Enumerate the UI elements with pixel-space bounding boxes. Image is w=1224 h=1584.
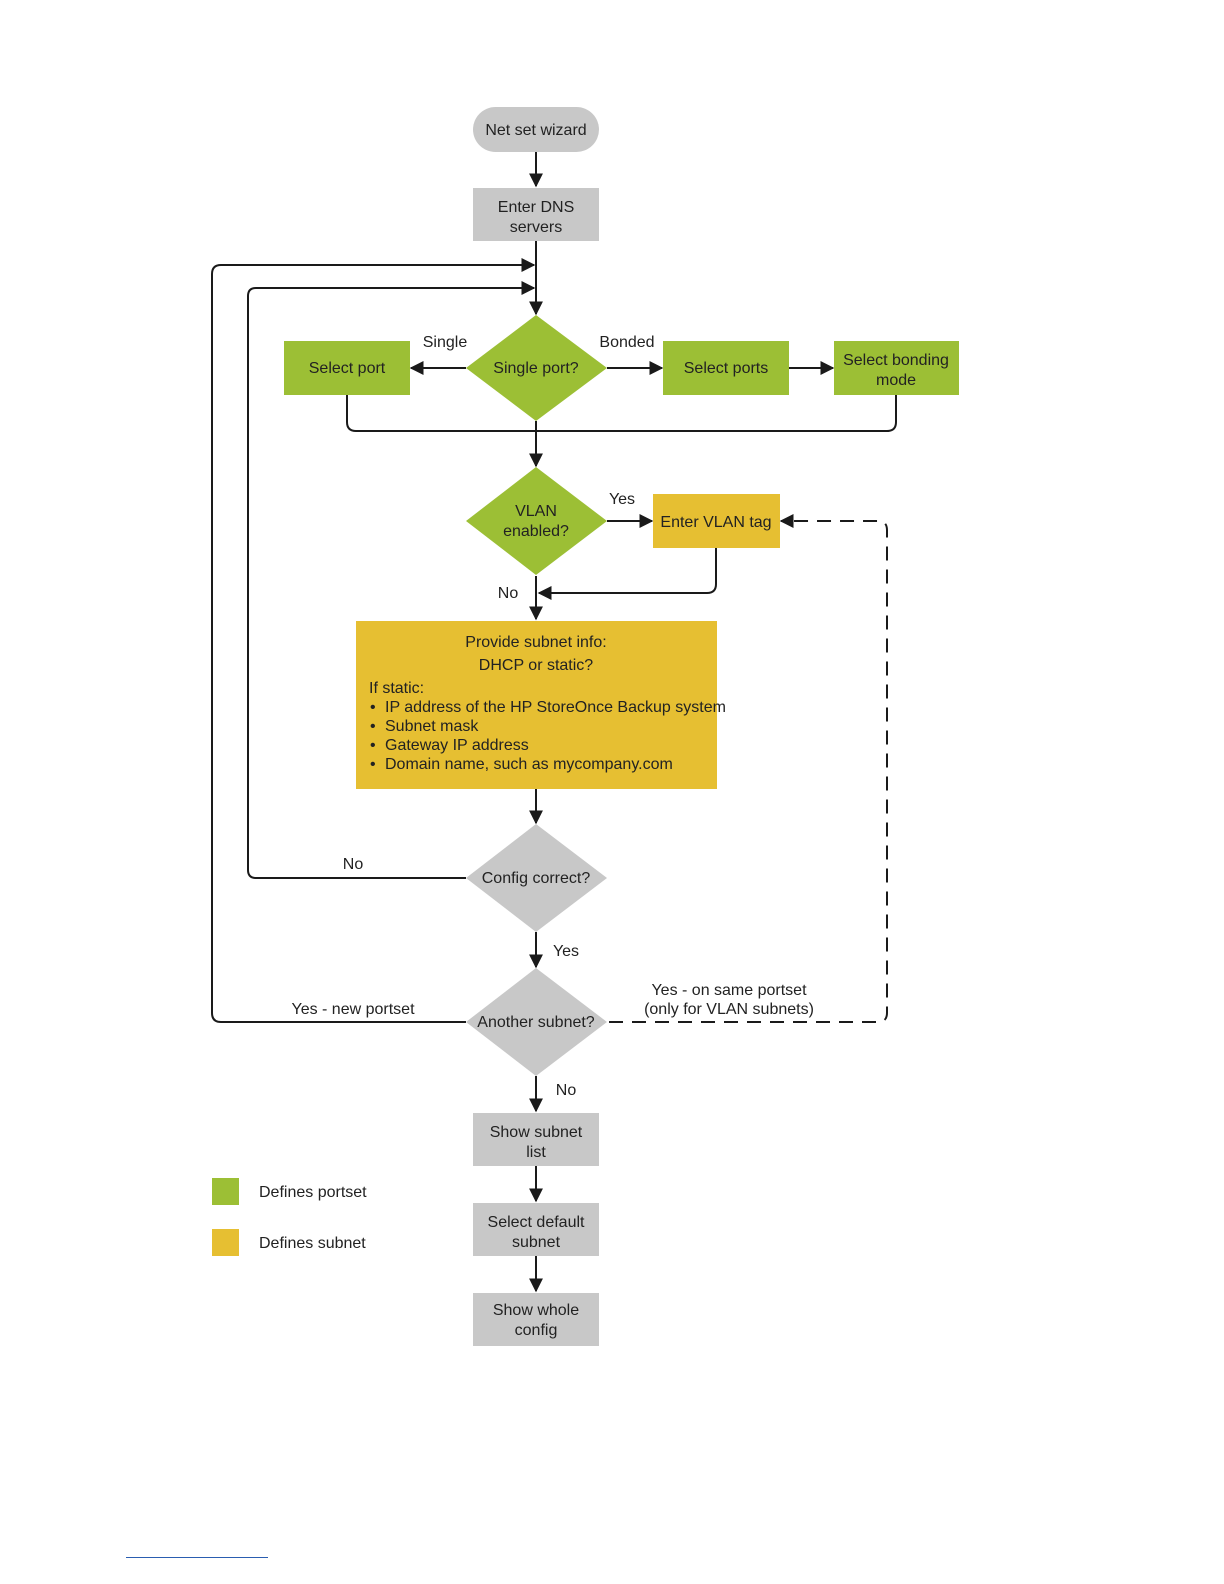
loop-new-portset <box>211 258 536 1023</box>
select-port-label: Select port <box>309 360 386 377</box>
edge-label-bonded: Bonded <box>599 334 654 351</box>
single-port-decision: Single port? <box>466 315 607 421</box>
show-list-line2: list <box>526 1144 546 1161</box>
select-port-node: Select port <box>284 341 410 395</box>
vlan-decision: VLAN enabled? <box>466 467 607 575</box>
select-default-line1: Select default <box>488 1214 586 1231</box>
show-list-node: Show subnet list <box>473 1113 599 1166</box>
vlan-diamond <box>466 467 607 575</box>
legend-label-portset: Defines portset <box>259 1184 367 1201</box>
edge-label-another-no: No <box>556 1082 577 1099</box>
edge-label-single: Single <box>423 334 468 351</box>
subnet-title-line1: Provide subnet info: <box>465 634 606 651</box>
vlan-label-line2: enabled? <box>503 523 569 540</box>
edge-label-same-portset-line1: Yes - on same portset <box>651 982 807 999</box>
edge-label-new-portset: Yes - new portset <box>291 1001 415 1018</box>
select-default-box <box>473 1203 599 1256</box>
dns-label-line2: servers <box>510 219 562 236</box>
start-node: Net set wizard <box>473 107 599 152</box>
select-ports-label: Select ports <box>684 360 768 377</box>
subnet-static-heading: If static: <box>369 680 424 697</box>
select-default-line2: subnet <box>512 1234 561 1251</box>
show-config-line1: Show whole <box>493 1302 579 1319</box>
subnet-item: Domain name, such as mycompany.com <box>385 756 673 773</box>
vlan-label-line1: VLAN <box>515 503 557 520</box>
loop-config-no <box>247 281 536 879</box>
bonding-label-line2: mode <box>876 372 916 389</box>
show-config-line2: config <box>515 1322 558 1339</box>
edge-label-same-portset-line2: (only for VLAN subnets) <box>644 1001 814 1018</box>
select-ports-box <box>663 341 789 395</box>
connectors <box>211 152 897 1293</box>
subnet-title-line2: DHCP or static? <box>479 657 594 674</box>
bullet: • <box>370 699 376 716</box>
select-ports-node: Select ports <box>663 341 789 395</box>
edge-label-config-yes: Yes <box>553 943 579 960</box>
show-config-node: Show whole config <box>473 1293 599 1346</box>
legend-label-subnet: Defines subnet <box>259 1235 366 1252</box>
bullet: • <box>370 718 376 735</box>
config-diamond <box>466 824 607 932</box>
dns-node: Enter DNS servers <box>473 188 599 241</box>
config-decision: Config correct? <box>466 824 607 932</box>
arrow-vlan-tag-return <box>537 548 717 600</box>
subnet-info-node: Provide subnet info: DHCP or static? If … <box>356 621 726 789</box>
vlan-tag-box <box>653 494 780 548</box>
edge-label-vlan-no: No <box>498 585 519 602</box>
bonding-node: Select bonding mode <box>834 341 959 395</box>
subnet-info-box <box>356 621 717 789</box>
config-label: Config correct? <box>482 870 591 887</box>
single-port-diamond <box>466 315 607 421</box>
legend-swatch-portset <box>212 1178 239 1205</box>
another-subnet-diamond <box>466 968 607 1076</box>
legend-swatch-subnet <box>212 1229 239 1256</box>
show-list-box <box>473 1113 599 1166</box>
edge-labels: Single Bonded Yes No No Yes Yes - new po… <box>291 334 813 1099</box>
subnet-item: Subnet mask <box>385 718 479 735</box>
bonding-box <box>834 341 959 395</box>
select-port-box <box>284 341 410 395</box>
legend: Defines portset Defines subnet <box>212 1178 367 1256</box>
vlan-tag-node: Enter VLAN tag <box>653 494 780 548</box>
another-subnet-label: Another subnet? <box>477 1014 595 1031</box>
start-terminator <box>473 107 599 152</box>
dns-box <box>473 188 599 241</box>
edge-label-config-no: No <box>343 856 364 873</box>
single-port-label: Single port? <box>493 360 578 377</box>
bonding-label-line1: Select bonding <box>843 352 949 369</box>
show-list-line1: Show subnet <box>490 1124 583 1141</box>
start-label: Net set wizard <box>485 122 586 139</box>
bullet: • <box>370 737 376 754</box>
select-default-node: Select default subnet <box>473 1203 599 1256</box>
edge-label-vlan-yes: Yes <box>609 491 635 508</box>
show-config-box <box>473 1293 599 1346</box>
subnet-item: IP address of the HP StoreOnce Backup sy… <box>385 699 726 716</box>
dns-label-line1: Enter DNS <box>498 199 574 216</box>
vlan-tag-label: Enter VLAN tag <box>660 514 771 531</box>
bullet: • <box>370 756 376 773</box>
subnet-item: Gateway IP address <box>385 737 529 754</box>
another-subnet-decision: Another subnet? <box>466 968 607 1076</box>
merge-line-ports <box>346 395 897 432</box>
footnote-divider <box>126 1557 268 1558</box>
